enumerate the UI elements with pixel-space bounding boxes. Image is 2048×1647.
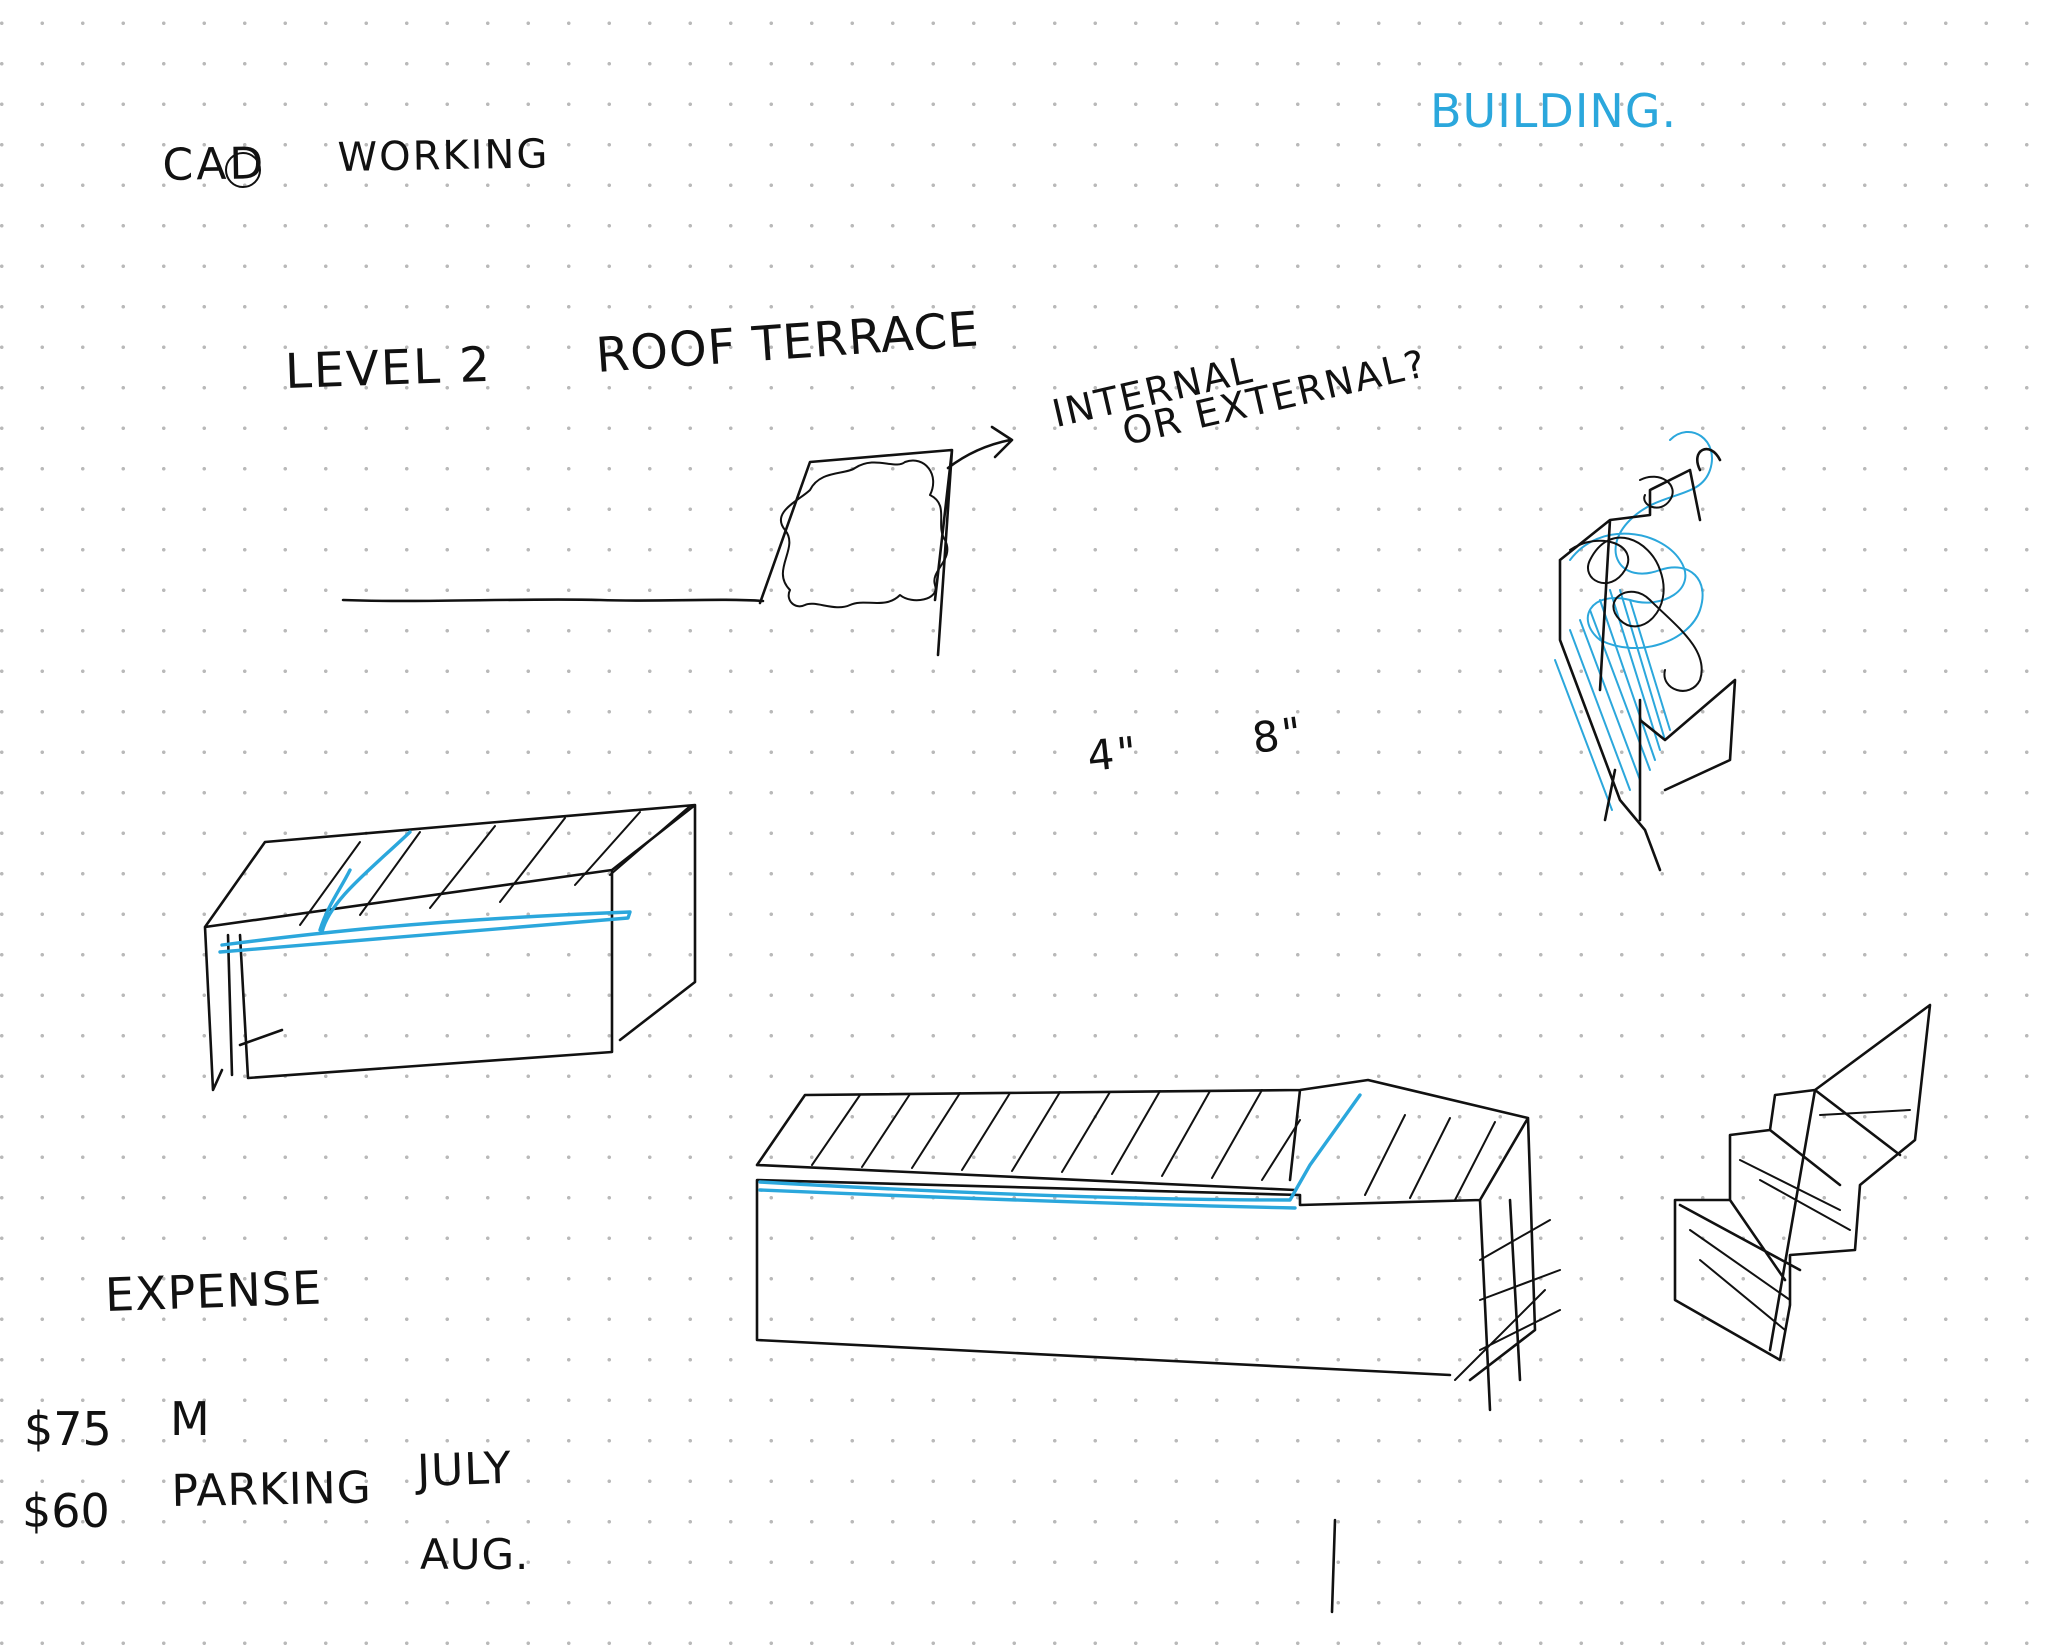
cad-circle-mark (225, 152, 261, 188)
tower-outline (1558, 447, 1737, 872)
note-price-75: $75 (24, 1402, 112, 1456)
tower-black-scribble (1569, 475, 1703, 692)
stepped-block-right (1673, 1003, 1932, 1362)
note-price-60: $60 (22, 1484, 110, 1538)
ground-line (341, 598, 765, 603)
roof-block-left-slats (299, 805, 691, 926)
note-price-75-detail: M (170, 1392, 213, 1446)
roof-block-left-outline (203, 803, 697, 1092)
stepped-block-right-outline (1673, 1003, 1932, 1362)
building-long-block-outline (755, 1078, 1537, 1412)
planter-foliage (779, 459, 949, 609)
arrow-to-question (946, 425, 1014, 470)
building-long-block (755, 1078, 1561, 1412)
note-building: BUILDING. (1430, 84, 1678, 138)
tower-blue-scribble (1569, 430, 1713, 649)
stepped-block-right-hatch (1689, 1109, 1911, 1331)
building-long-block-blue-edge (758, 1093, 1362, 1210)
planter-outline (758, 448, 954, 657)
loose-vertical-stroke (1330, 1518, 1337, 1614)
roof-block-left-blue-edge (218, 830, 632, 954)
roof-terrace-section-sketch (341, 425, 1014, 657)
building-long-block-slats (811, 1089, 1561, 1381)
tower-sketch (1554, 430, 1737, 872)
note-aug: AUG. (420, 1530, 530, 1579)
roof-block-left (203, 803, 697, 1092)
